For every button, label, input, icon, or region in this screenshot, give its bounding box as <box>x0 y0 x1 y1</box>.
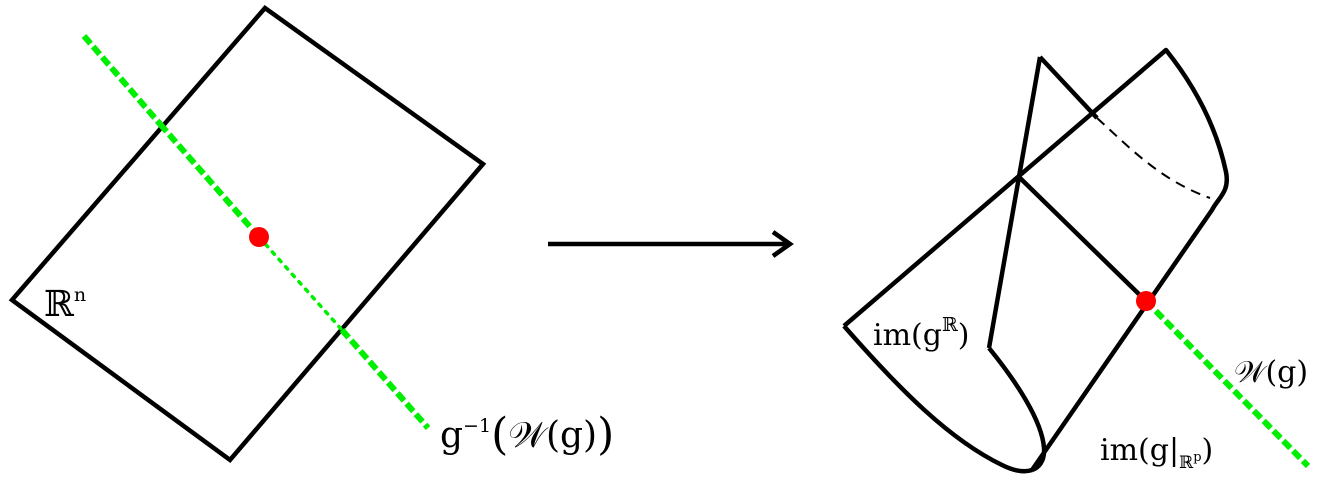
surface-crease <box>1017 175 1148 303</box>
surface-bottom-edge <box>842 324 1033 474</box>
set-label: 𝒲(g) <box>1234 355 1308 390</box>
image-surface <box>842 47 1230 474</box>
preimage-label: g−1(𝒲(g)) <box>440 409 614 460</box>
surface-hidden-edge <box>1096 117 1211 199</box>
surface-fold-left-edge <box>986 56 1043 349</box>
surface-fold-top <box>1038 55 1099 120</box>
preimage-line-inside-lower <box>257 235 344 332</box>
image-point <box>1136 291 1156 311</box>
domain-point <box>249 227 269 247</box>
preimage-line-upper <box>81 34 163 126</box>
preimage-line-lower <box>339 328 431 430</box>
set-line <box>1143 298 1311 469</box>
surface-fold-curve <box>987 346 1047 473</box>
map-arrow-icon <box>548 230 794 258</box>
surface-outer-edge <box>842 47 1230 472</box>
domain-plane <box>8 4 487 464</box>
restricted-image-label: im(g|ℝp) <box>1100 433 1213 473</box>
domain-space-label: ℝn <box>44 284 86 325</box>
preimage-line-inside-upper <box>157 122 262 239</box>
image-label: im(gℝ) <box>873 314 969 353</box>
